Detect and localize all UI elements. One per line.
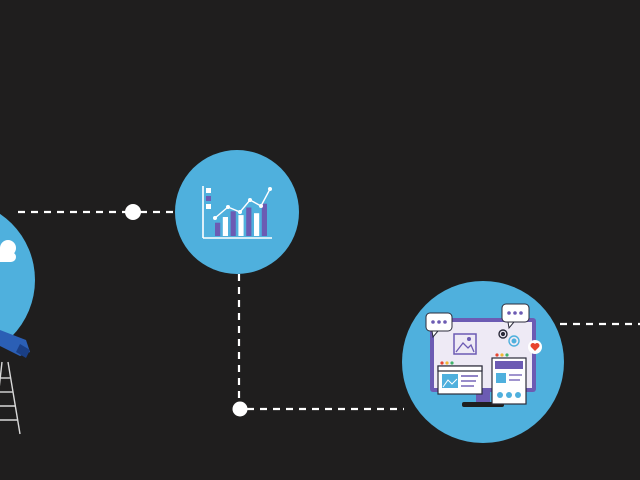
- trend-point: [226, 205, 230, 209]
- chat-bubble-icon: [425, 312, 453, 339]
- chart-bars: [215, 203, 267, 236]
- chart-bar: [254, 213, 260, 236]
- monitor-stand: [476, 392, 490, 402]
- chart-bar: [215, 222, 221, 236]
- connector-dot-upper: [125, 204, 141, 220]
- bar-line-chart-icon: [202, 186, 272, 239]
- analytics-chart-node: [175, 150, 299, 274]
- browser-window-icon: [437, 361, 483, 395]
- trend-point: [213, 216, 217, 220]
- gear-icon: [508, 335, 520, 347]
- chart-bar: [261, 203, 267, 236]
- connector-lines: [18, 210, 640, 411]
- trend-point: [259, 204, 263, 208]
- trend-line: [214, 188, 271, 219]
- trend-point: [238, 210, 242, 214]
- web-design-node: [402, 281, 564, 443]
- image-icon: [453, 333, 477, 355]
- chat-bubble-icon: [501, 303, 530, 330]
- browser-window-icon: [491, 353, 527, 405]
- partial-figure-node: [0, 213, 35, 435]
- cloud-icon: [0, 240, 16, 262]
- chart-bar: [238, 215, 244, 236]
- heart-icon: [528, 340, 542, 354]
- chart-bar: [222, 217, 228, 236]
- trend-point: [248, 198, 252, 202]
- monitor-web-design-icon: [425, 303, 542, 407]
- person-arm-icon: [0, 330, 30, 358]
- ladder-icon: [0, 361, 21, 435]
- trend-point: [268, 187, 272, 191]
- connector-dot-lower: [232, 401, 248, 417]
- gear-icon: [498, 329, 508, 339]
- chart-bar: [246, 207, 252, 236]
- chart-bar: [230, 211, 236, 236]
